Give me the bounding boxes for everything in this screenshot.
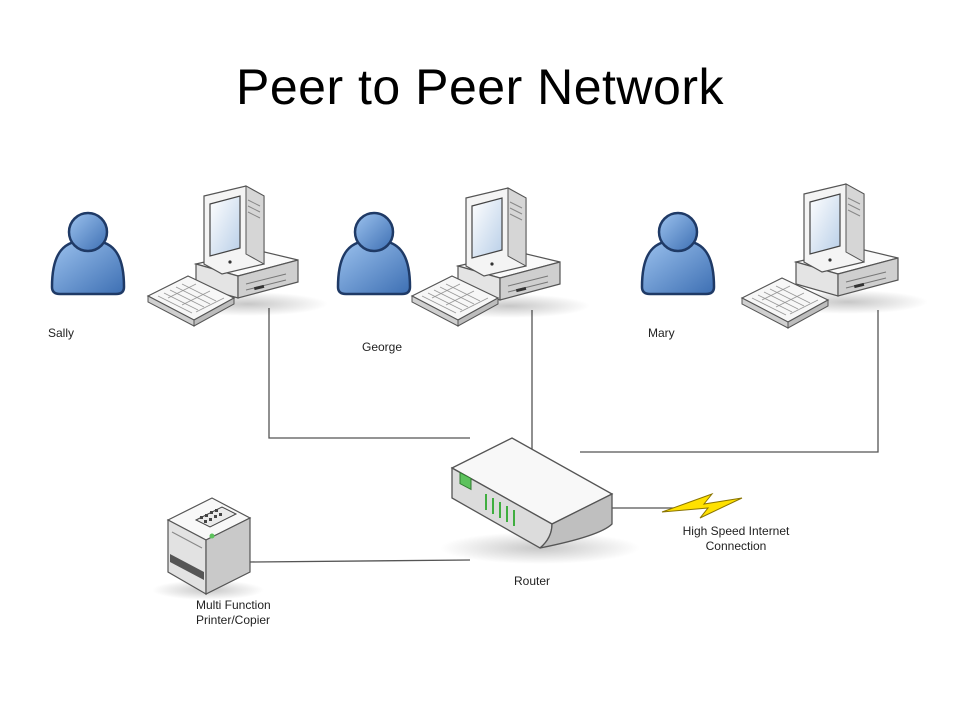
printer-label-line2: Printer/Copier <box>196 613 271 627</box>
page-title: Peer to Peer Network <box>236 59 724 115</box>
internet-label-line2: Connection <box>705 539 767 553</box>
internet-label-line1: High Speed Internet <box>682 524 790 538</box>
person-label-mary: Mary <box>648 326 675 340</box>
person-icon <box>50 211 126 296</box>
internet-label: High Speed Internet Connection <box>672 524 800 554</box>
printer-icon <box>152 497 264 600</box>
cable-mary <box>580 310 879 453</box>
lightning-icon <box>661 492 743 519</box>
cable-sally <box>268 308 470 439</box>
person-label-sally: Sally <box>48 326 75 340</box>
network-cables <box>249 308 879 563</box>
person-icon <box>640 211 716 296</box>
printer-label: Multi Function Printer/Copier <box>196 598 271 628</box>
person-icon <box>336 211 412 296</box>
router-icon <box>440 437 640 564</box>
person-label-george: George <box>362 340 403 354</box>
printer-label-line1: Multi Function <box>196 598 271 612</box>
cable-printer <box>249 559 471 563</box>
router-label: Router <box>514 574 551 588</box>
